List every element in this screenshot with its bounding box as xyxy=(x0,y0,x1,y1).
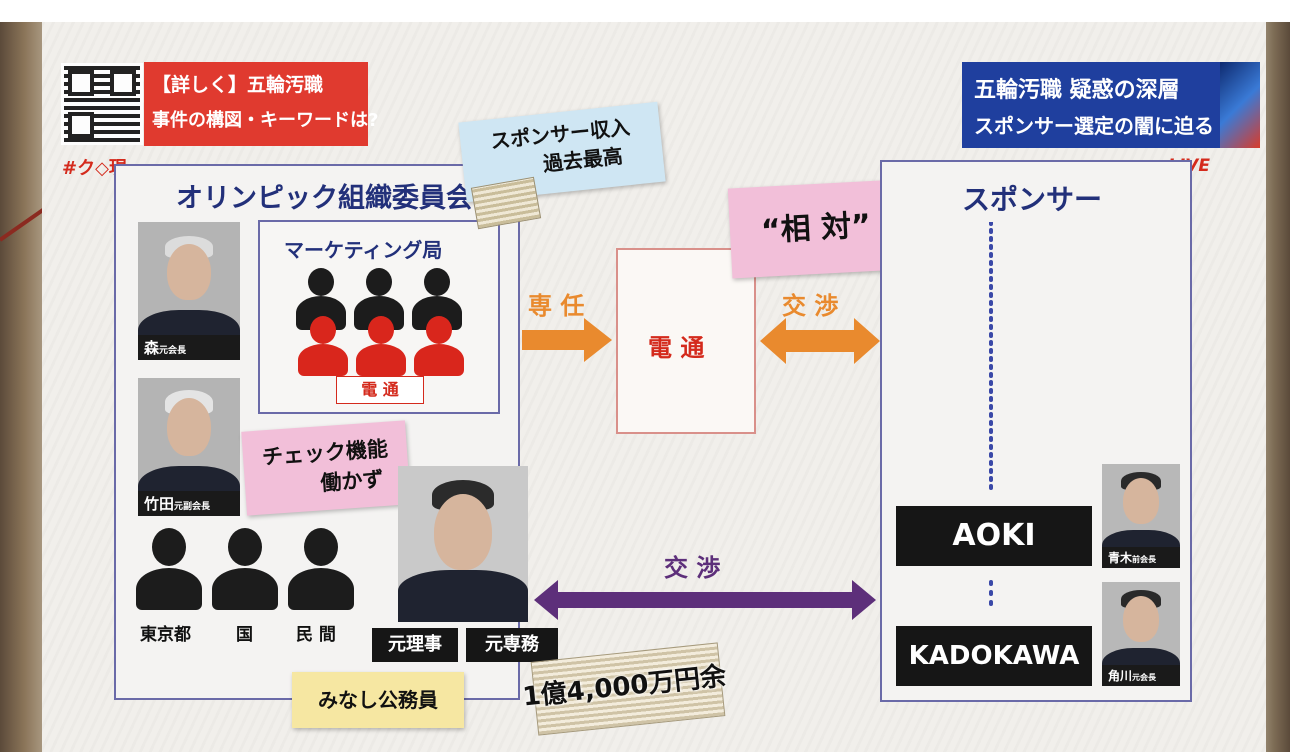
photo-aoki: 青木前会長 xyxy=(1102,464,1180,568)
company-kadokawa: KADOKAWA xyxy=(896,626,1092,686)
news-banner-top-left[interactable]: 【詳しく】五輪汚職 事件の構図・キーワードは? xyxy=(144,62,378,146)
aitai-note: “相 対” xyxy=(727,179,905,279)
news-banner-top-right[interactable]: 五輪汚職 疑惑の深層 スポンサー選定の闇に迫る xyxy=(962,62,1260,148)
circuit-graphic xyxy=(1220,62,1260,148)
caption-mori: 森元会長 xyxy=(138,335,240,360)
photo-takeda: 竹田元副会長 xyxy=(138,378,240,516)
role-badge-director: 元理事 xyxy=(372,628,458,662)
news-banner-line2: 事件の構図・キーワードは? xyxy=(152,110,379,131)
role-badge-senior-managing: 元専務 xyxy=(466,628,558,662)
top-margin xyxy=(0,0,1290,22)
banner-right-line1: 五輪汚職 疑惑の深層 xyxy=(974,78,1180,103)
photo-takahashi xyxy=(398,466,528,622)
dentsu-center-box xyxy=(616,248,756,434)
banner-right-line2: スポンサー選定の闇に迫る xyxy=(974,114,1214,138)
sponsor-title: スポンサー xyxy=(962,183,1103,216)
dentsu-staff-silhouette xyxy=(298,316,348,376)
caption-takeda: 竹田元副会長 xyxy=(138,491,240,516)
news-banner-line1: 【詳しく】五輪汚職 xyxy=(152,74,324,96)
marketing-bureau-title: マーケティング局 xyxy=(284,238,443,262)
group-silhouette-private xyxy=(288,528,354,610)
dentsu-staff-silhouette xyxy=(414,316,464,376)
dentsu-tag: 電 通 xyxy=(336,376,424,404)
kosho-bottom-label: 交 渉 xyxy=(664,554,721,582)
caption-kadokawa: 角川元会長 xyxy=(1102,665,1180,686)
sponsor-dotted-line-lower xyxy=(989,580,993,614)
senin-label: 専 任 xyxy=(528,292,585,320)
kosho-bottom-arrow xyxy=(534,580,876,620)
show-hashtag: #ク◇現 xyxy=(62,158,127,179)
kosho-top-label: 交 渉 xyxy=(782,292,839,320)
sponsor-dotted-line xyxy=(989,222,993,494)
group-label-tokyo: 東京都 xyxy=(140,625,191,645)
company-aoki: AOKI xyxy=(896,506,1092,566)
group-silhouette-national xyxy=(212,528,278,610)
photo-kadokawa: 角川元会長 xyxy=(1102,582,1180,686)
check-function-note: チェック機能 働かず xyxy=(241,420,411,516)
group-label-national: 国 xyxy=(236,625,253,645)
minashi-note: みなし公務員 xyxy=(292,672,464,728)
group-label-private: 民 間 xyxy=(296,625,336,645)
photo-mori: 森元会長 xyxy=(138,222,240,360)
dentsu-center-label: 電 通 xyxy=(648,334,705,362)
kosho-top-arrow xyxy=(760,318,880,364)
qr-code[interactable] xyxy=(61,63,143,145)
dentsu-staff-silhouette xyxy=(356,316,406,376)
caption-aoki: 青木前会長 xyxy=(1102,547,1180,568)
olympic-committee-title: オリンピック組織委員会 xyxy=(176,183,473,214)
senin-arrow xyxy=(522,318,612,362)
group-silhouette-tokyo xyxy=(136,528,202,610)
